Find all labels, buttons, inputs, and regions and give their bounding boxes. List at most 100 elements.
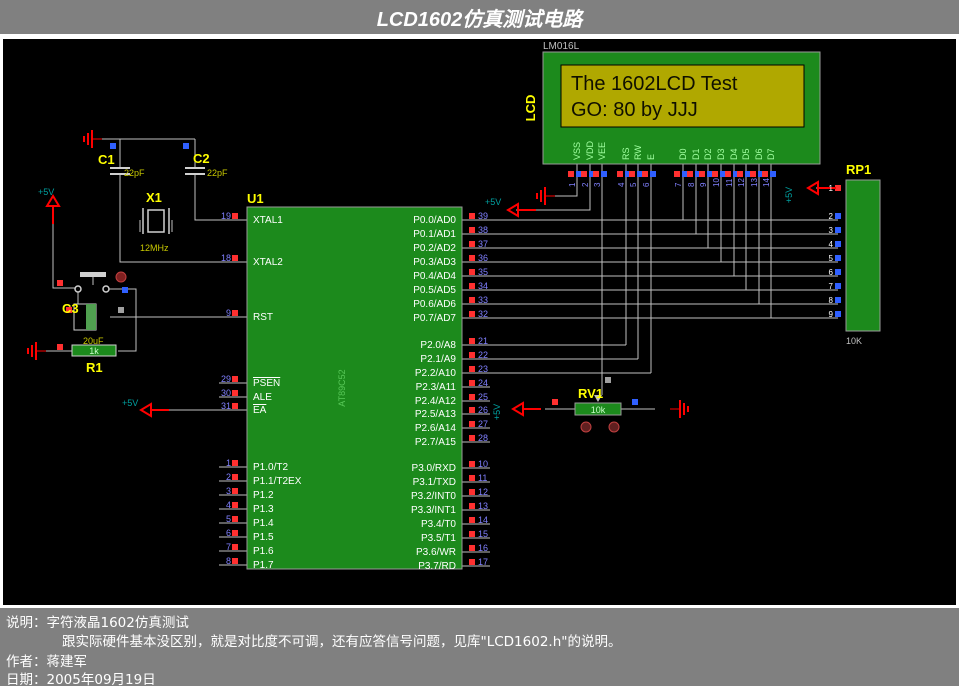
lcd-pin-marker bbox=[737, 171, 743, 177]
rv1-value: 10k bbox=[591, 405, 606, 415]
c1-value: 22pF bbox=[124, 168, 145, 178]
mcu-pin-marker bbox=[469, 475, 475, 481]
power-label: +5V bbox=[492, 404, 502, 420]
mcu-pin-marker bbox=[232, 376, 238, 382]
lcd-pin-marker bbox=[745, 171, 751, 177]
lcd-pin-number: 2 bbox=[581, 182, 590, 187]
power-arrow-icon bbox=[139, 402, 169, 418]
mcu-pin-number: 6 bbox=[226, 528, 231, 538]
mcu-pin-name: P0.0/AD0 bbox=[413, 215, 456, 226]
lcd-pin-marker bbox=[750, 171, 756, 177]
mcu-pin-number: 19 bbox=[221, 211, 231, 221]
mcu-pin-number: 9 bbox=[226, 308, 231, 318]
mcu-pin-number: 15 bbox=[478, 529, 488, 539]
mcu-pin-number: 39 bbox=[478, 211, 488, 221]
push-button-contact bbox=[102, 285, 110, 293]
c3-ref: C3 bbox=[62, 301, 79, 316]
mcu-pin-number: 29 bbox=[221, 374, 231, 384]
mcu-pin-number: 35 bbox=[478, 267, 488, 277]
rp1-pin-marker bbox=[835, 227, 841, 233]
mcu-pin-number: 7 bbox=[226, 542, 231, 552]
mcu-pin-marker bbox=[469, 227, 475, 233]
mcu-pin-number: 10 bbox=[478, 459, 488, 469]
note-author: 作者：蒋建军 bbox=[6, 654, 87, 670]
mcu-pin-number: 12 bbox=[478, 487, 488, 497]
lcd-pin-number: 9 bbox=[699, 182, 708, 187]
mcu-pin-number: 16 bbox=[478, 543, 488, 553]
mcu-pin-name: XTAL2 bbox=[253, 257, 283, 268]
lcd-pin-name: D6 bbox=[754, 148, 764, 160]
rv1-pin-marker bbox=[552, 399, 558, 405]
mcu-pin-name: P2.5/A13 bbox=[415, 409, 457, 420]
lcd-pin-number: 4 bbox=[617, 182, 626, 187]
lcd-pin-marker bbox=[758, 171, 764, 177]
mcu-pin-marker bbox=[232, 544, 238, 550]
resistor-icon bbox=[574, 402, 622, 416]
mcu-pin-name: P2.6/A14 bbox=[415, 423, 457, 434]
rp1-pin-marker bbox=[835, 283, 841, 289]
rp1-pin-number: 2 bbox=[829, 212, 834, 221]
mcu-pin-marker bbox=[469, 545, 475, 551]
mcu-pin-number: 26 bbox=[478, 405, 488, 415]
mcu-pin-marker bbox=[232, 460, 238, 466]
mcu-pin-marker bbox=[469, 366, 475, 372]
rp1-pin-number: 6 bbox=[829, 268, 834, 277]
rp1-body bbox=[845, 179, 881, 332]
rv1-pin-marker bbox=[605, 377, 611, 383]
mcu-pin-marker bbox=[232, 530, 238, 536]
capacitor-icon bbox=[86, 304, 96, 330]
notes-panel: 说明：字符液晶1602仿真测试 跟实际硬件基本没区别，就是对比度不可调，还有应答… bbox=[0, 608, 959, 688]
lcd-pin-marker bbox=[674, 171, 680, 177]
mcu-pin-number: 31 bbox=[221, 401, 231, 411]
lcd-pin-marker bbox=[576, 171, 582, 177]
mcu-pin-marker bbox=[232, 558, 238, 564]
lcd-pin-marker bbox=[637, 171, 643, 177]
mcu-pin-marker bbox=[232, 502, 238, 508]
mcu-pin-name: P1.0/T2 bbox=[253, 462, 288, 473]
push-button-icon bbox=[80, 272, 106, 277]
mcu-pin-number: 28 bbox=[478, 433, 488, 443]
mcu-pin-number: 11 bbox=[478, 473, 487, 483]
lcd-pin-marker bbox=[725, 171, 731, 177]
mcu-pin-marker bbox=[469, 338, 475, 344]
lcd-pin-marker bbox=[707, 171, 713, 177]
mcu-pin-number: 24 bbox=[478, 378, 488, 388]
mcu-pin-number: 27 bbox=[478, 419, 488, 429]
lcd-line-1: The 1602LCD Test bbox=[571, 73, 738, 95]
lcd-pin-marker bbox=[589, 171, 595, 177]
mcu-pin-name: P3.7/RD bbox=[418, 561, 456, 572]
c2-ref: C2 bbox=[193, 151, 210, 166]
rp1-pin-marker bbox=[835, 255, 841, 261]
lcd-pin-name: D4 bbox=[729, 148, 739, 160]
mcu-pin-name: P0.7/AD7 bbox=[413, 313, 456, 324]
mcu-pin-name: P2.3/A11 bbox=[416, 382, 457, 393]
lcd-pin-marker bbox=[695, 171, 701, 177]
lcd-pin-marker bbox=[762, 171, 768, 177]
mcu-pin-number: 4 bbox=[226, 500, 231, 510]
rv1-ref: RV1 bbox=[578, 386, 603, 401]
mcu-pin-marker bbox=[469, 269, 475, 275]
wire-vdd bbox=[516, 188, 591, 211]
r1-value: 1k bbox=[89, 346, 99, 356]
lcd-pin-marker bbox=[699, 171, 705, 177]
lcd-pin-marker bbox=[642, 171, 648, 177]
x1-value: 12MHz bbox=[140, 243, 169, 253]
mcu-pin-number: 8 bbox=[226, 556, 231, 566]
power-arrow-icon bbox=[45, 194, 61, 224]
mcu-pin-number: 33 bbox=[478, 295, 488, 305]
c3-pin-marker bbox=[118, 307, 124, 313]
mcu-pin-name: P1.4 bbox=[253, 518, 274, 529]
lcd-pin-name: RS bbox=[621, 147, 631, 160]
mcu-pin-marker bbox=[232, 255, 238, 261]
resistor-icon bbox=[71, 344, 117, 357]
mcu-pin-number: 18 bbox=[221, 253, 231, 263]
lcd-pin-name: D3 bbox=[716, 148, 726, 160]
mcu-pin-name: P1.7 bbox=[253, 560, 274, 571]
mcu-pin-marker bbox=[469, 489, 475, 495]
mcu-pin-name: P3.2/INT0 bbox=[411, 491, 456, 502]
mcu-pin-marker bbox=[469, 297, 475, 303]
c2-value: 22pF bbox=[207, 168, 228, 178]
cap-pin-marker bbox=[183, 143, 189, 149]
